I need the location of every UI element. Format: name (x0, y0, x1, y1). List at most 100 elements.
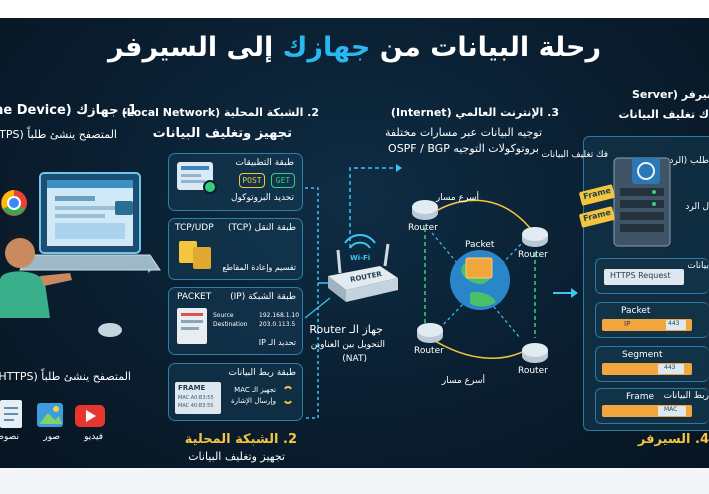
layer-title: طبقة النقل (TCP) (227, 223, 296, 233)
router-label: Router (414, 346, 444, 356)
router-icon (522, 343, 548, 363)
local-footer-heading: 2. الشبكة المحلية (184, 432, 297, 447)
wifi-icon (344, 234, 376, 244)
router-to-internet-line (349, 167, 400, 248)
router-caption-1: جهاز الـ Router (309, 323, 383, 336)
mac-label: MAC (664, 406, 678, 413)
network-layer-card: PACKET طبقة الشبكة (IP) Source Destinati… (168, 287, 303, 355)
router-icon (522, 227, 548, 247)
local-heading: 2. الشبكة المحلية (Local Network) (121, 106, 319, 119)
fastest-path-bottom-label: أسرع مسار (441, 376, 485, 386)
packet-row: Packet IP 443 (595, 302, 709, 338)
internet-packet-label: Packet (465, 240, 495, 250)
wifi-label: Wi-Fi (350, 254, 371, 262)
layer-desc-2: وإرسال الإشارة (231, 397, 276, 405)
arrowhead-2 (396, 164, 402, 172)
diagram-canvas: رحلة البيانات من جهازك إلى السيرفر 1. جه… (0, 18, 709, 468)
segment-row: Segment 443 (595, 346, 709, 382)
server-request-label: طلب (الرد (669, 156, 709, 166)
layer-desc: تقسيم وإعادة المقاطع (222, 263, 296, 272)
core-routers (412, 200, 548, 363)
layer-title: طبقة ربط البيانات (228, 368, 296, 378)
server-heading: Server) السيرفر (632, 88, 709, 101)
frame-row: Frame MAC ربط البيانات (595, 388, 709, 424)
fastest-path-top-label: أسرع مسار (435, 193, 479, 203)
mac-b: MAC 40:B3:55 (178, 403, 214, 409)
server-logo-icon (632, 158, 660, 184)
media-label-video: فيديو (84, 432, 103, 442)
ip-label: IP (624, 320, 631, 328)
layer-desc-1: تجهيز الـ MAC (234, 386, 276, 394)
packet-box-icon (465, 257, 493, 279)
frame-packet-icon (579, 184, 615, 206)
packet-document-icon (177, 308, 207, 344)
mac-a: MAC A0:B3:55 (178, 395, 214, 401)
local-bracket (305, 187, 319, 419)
segment-icon (193, 247, 211, 269)
layer-title: طبقة التطبيقات (235, 158, 294, 168)
device-caption: المتصفح ينشئ طلباً (HTTPS) (0, 370, 131, 383)
segment-value: 443 (664, 364, 676, 371)
frame-row-label: Frame (626, 392, 655, 402)
local-subtitle: تجهيز وتغليف البيانات (152, 126, 292, 141)
server-rack-illustration (579, 157, 671, 247)
home-router-illustration (328, 234, 398, 302)
person-head (5, 238, 35, 268)
layer-title: طبقة الشبكة (IP) (230, 292, 296, 302)
transport-layer-card: TCP/UDP طبقة النقل (TCP) تقسيم وإعادة ال… (168, 218, 303, 280)
gear-icon (203, 180, 217, 194)
ip-value: 443 (668, 320, 680, 327)
router-caption-2: التحويل بين العناوين (310, 340, 385, 350)
mouse-icon (98, 323, 122, 337)
local-footer-subtitle: تجهيز وتغليف البيانات (188, 450, 285, 463)
router-label: Router (518, 250, 548, 260)
browser-content-line (55, 196, 95, 201)
layer-desc: تحديد الـ IP (258, 338, 296, 347)
router-icon (412, 200, 438, 220)
internet-heading: 3. الإنترنت العالمي (Internet) (390, 106, 559, 119)
person-body (0, 271, 50, 318)
person-hair (6, 234, 34, 246)
destination-label: Destination (213, 321, 248, 328)
browser-toolbar (47, 180, 133, 188)
arrowhead-3 (571, 288, 578, 298)
frame-side-label: ربط البيانات (663, 391, 709, 401)
internet-line-1: توجيه البيانات عبر مسارات مختلفة (384, 126, 542, 139)
title-highlight: جهازك (282, 32, 371, 63)
destination-ip: 203.0.113.5 (259, 321, 296, 328)
server-subtitle: ك تغليف البيانات (618, 108, 709, 121)
source-label: Source (213, 312, 234, 319)
packet-tag: PACKET (177, 292, 212, 302)
application-layer-card: طبقة التطبيقات POST GET تحديد البروتوكول (168, 153, 303, 211)
server-reply-label: ل الرد (685, 202, 709, 212)
source-ip: 192.168.1.10 (259, 312, 300, 319)
bottom-strip (0, 468, 709, 494)
internet-globe (450, 250, 510, 310)
https-side-label: بيانات (687, 261, 709, 271)
datalink-layer-card: طبقة ربط البيانات FRAME MAC A0:B3:55 MAC… (168, 363, 303, 421)
person-arm (40, 273, 72, 286)
browser-content-line (55, 214, 105, 218)
title-rest: إلى السيرفر (108, 32, 283, 63)
title-main: رحلة البيانات من (370, 32, 601, 63)
post-tag: POST (239, 173, 265, 188)
page-title: رحلة البيانات من جهازك إلى السيرفر (0, 32, 709, 63)
server-footer-heading: 4. السيرفر (637, 432, 709, 447)
router-label: Router (518, 366, 548, 376)
fastest-path-bottom (429, 337, 531, 360)
frame-card: FRAME MAC A0:B3:55 MAC 40:B3:55 (175, 382, 221, 414)
packet-row-label: Packet (621, 306, 651, 316)
floating-image-icon (115, 201, 133, 215)
browser-content-line (55, 206, 115, 210)
signal-icon (282, 386, 294, 404)
segment-icon (179, 241, 197, 263)
layer-desc: تحديد البروتوكول (230, 193, 294, 203)
frame-packet-icon (579, 206, 615, 228)
https-request-row: HTTPS Request بيانات (595, 258, 709, 294)
get-tag: GET (271, 173, 295, 188)
segment-label: Segment (622, 350, 663, 360)
device-illustration (0, 172, 161, 337)
https-request-label: HTTPS Request (610, 271, 671, 280)
server-unwrap-label: فك تغليف البيانات (541, 150, 608, 160)
